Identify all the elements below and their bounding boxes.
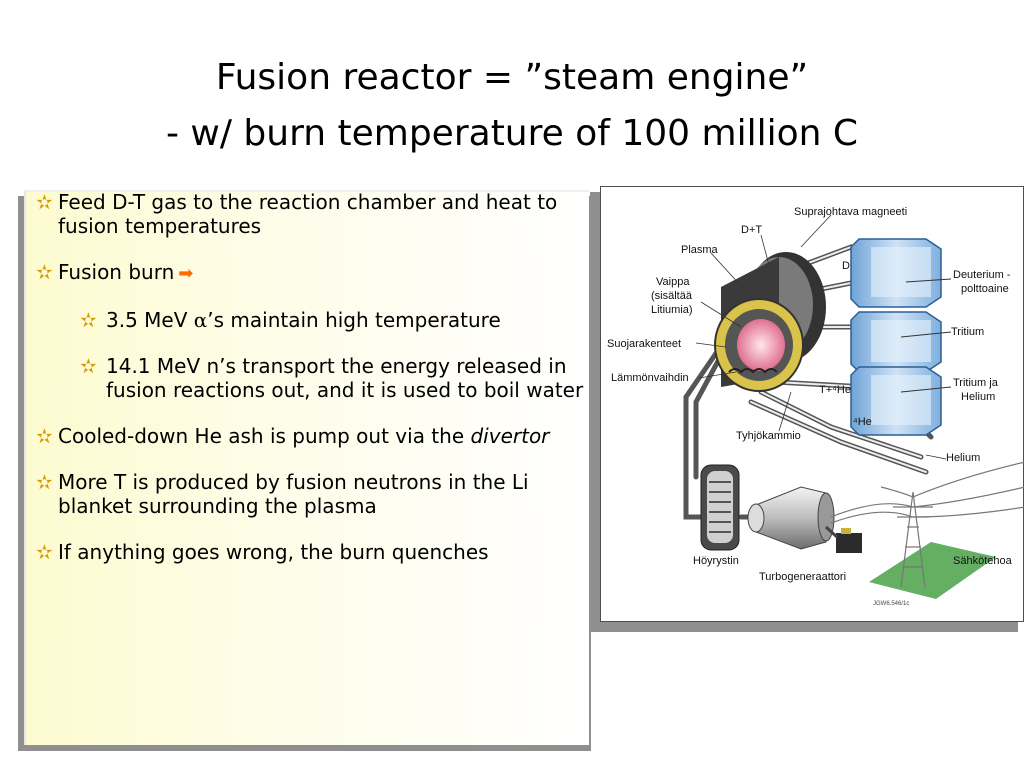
label-tyhjokammio: Tyhjökammio (736, 430, 801, 442)
label-deuterium-2: polttoaine (961, 283, 1009, 295)
bullet-text: Fusion burn (58, 260, 175, 284)
star-icon: ✫ (36, 540, 53, 564)
slide-title: Fusion reactor = ”steam engine” - w/ bur… (0, 50, 1024, 162)
label-plasma: Plasma (681, 244, 719, 256)
bullet-item: ✫ If anything goes wrong, the burn quenc… (36, 540, 588, 564)
fusion-plant-diagram: Suprajohtava magneeti D+T Plasma D Vaipp… (600, 186, 1024, 622)
star-icon: ✫ (36, 260, 53, 284)
plasma-core (737, 319, 785, 371)
bullet-text: Feed D-T gas to the reaction chamber and… (58, 190, 558, 238)
diagram-svg: Suprajohtava magneeti D+T Plasma D Vaipp… (607, 206, 1024, 607)
bullet-text: Cooled-down He ash is pump out via the (58, 424, 471, 448)
label-helium: Helium (946, 452, 980, 464)
tank-tritium (850, 311, 942, 373)
arrow-right-icon: ➡ (178, 263, 194, 284)
bullet-text: ’s maintain high temperature (207, 308, 501, 332)
title-line-2: - w/ burn temperature of 100 million C (165, 113, 859, 154)
label-hoyrystin: Höyrystin (693, 555, 739, 567)
label-d: D (842, 260, 850, 272)
label-vaippa: Vaippa (656, 276, 690, 288)
sub-bullet-item: ✫ 3.5 MeV α’s maintain high temperature (80, 308, 588, 332)
label-tritium-ja: Tritium ja (953, 377, 999, 389)
star-icon: ✫ (36, 190, 53, 214)
label-dt: D+T (741, 224, 762, 236)
turbine (747, 486, 862, 553)
label-deuterium: Deuterium - (953, 269, 1011, 281)
label-vaippa-2: (sisältää (651, 290, 693, 302)
label-lammonvaihdin: Lämmönvaihdin (611, 372, 689, 384)
star-icon: ✫ (36, 424, 53, 448)
label-sahkotehoa: Sähkötehoa (953, 555, 1013, 567)
label-turbogeneraattori: Turbogeneraattori (759, 571, 846, 583)
star-icon: ✫ (80, 308, 97, 332)
steam-generator (700, 464, 740, 551)
bullet-text: If anything goes wrong, the burn quenche… (58, 540, 489, 564)
bullet-item: ✫ Fusion burn➡ (36, 260, 588, 286)
bullet-list: ✫ Feed D-T gas to the reaction chamber a… (36, 190, 588, 564)
title-line-1: Fusion reactor = ”steam engine” (215, 57, 809, 98)
reactor-vessel (714, 252, 826, 392)
label-tritium-ja-2: Helium (961, 391, 995, 403)
bullet-italic-text: divertor (470, 424, 550, 448)
label-stamp: JGW6.546/1c (873, 601, 909, 607)
bullet-text: More T is produced by fusion neutrons in… (58, 470, 529, 518)
label-he4: ⁴He (853, 416, 872, 428)
star-icon: ✫ (36, 470, 53, 494)
sub-bullet-item: ✫ 14.1 MeV n’s transport the energy rele… (80, 354, 588, 402)
bullet-text: 3.5 MeV (106, 308, 194, 332)
tank-tritium-helium (850, 366, 942, 436)
label-vaippa-3: Litiumia) (651, 304, 693, 316)
star-icon: ✫ (80, 354, 97, 378)
label-suojarakenteet: Suojarakenteet (607, 338, 681, 350)
text-panel (24, 190, 589, 745)
tank-deuterium (850, 238, 942, 308)
bullet-item: ✫ Cooled-down He ash is pump out via the… (36, 424, 588, 448)
bullet-item: ✫ Feed D-T gas to the reaction chamber a… (36, 190, 588, 238)
bullet-item: ✫ More T is produced by fusion neutrons … (36, 470, 588, 518)
label-tritium: Tritium (951, 326, 984, 338)
alpha-symbol: α (193, 308, 208, 332)
bullet-text: 14.1 MeV n’s transport the energy releas… (106, 354, 584, 402)
label-t4he: T+⁴He (819, 384, 851, 396)
label-magnets: Suprajohtava magneeti (794, 206, 907, 218)
power-pylon (830, 461, 1024, 599)
